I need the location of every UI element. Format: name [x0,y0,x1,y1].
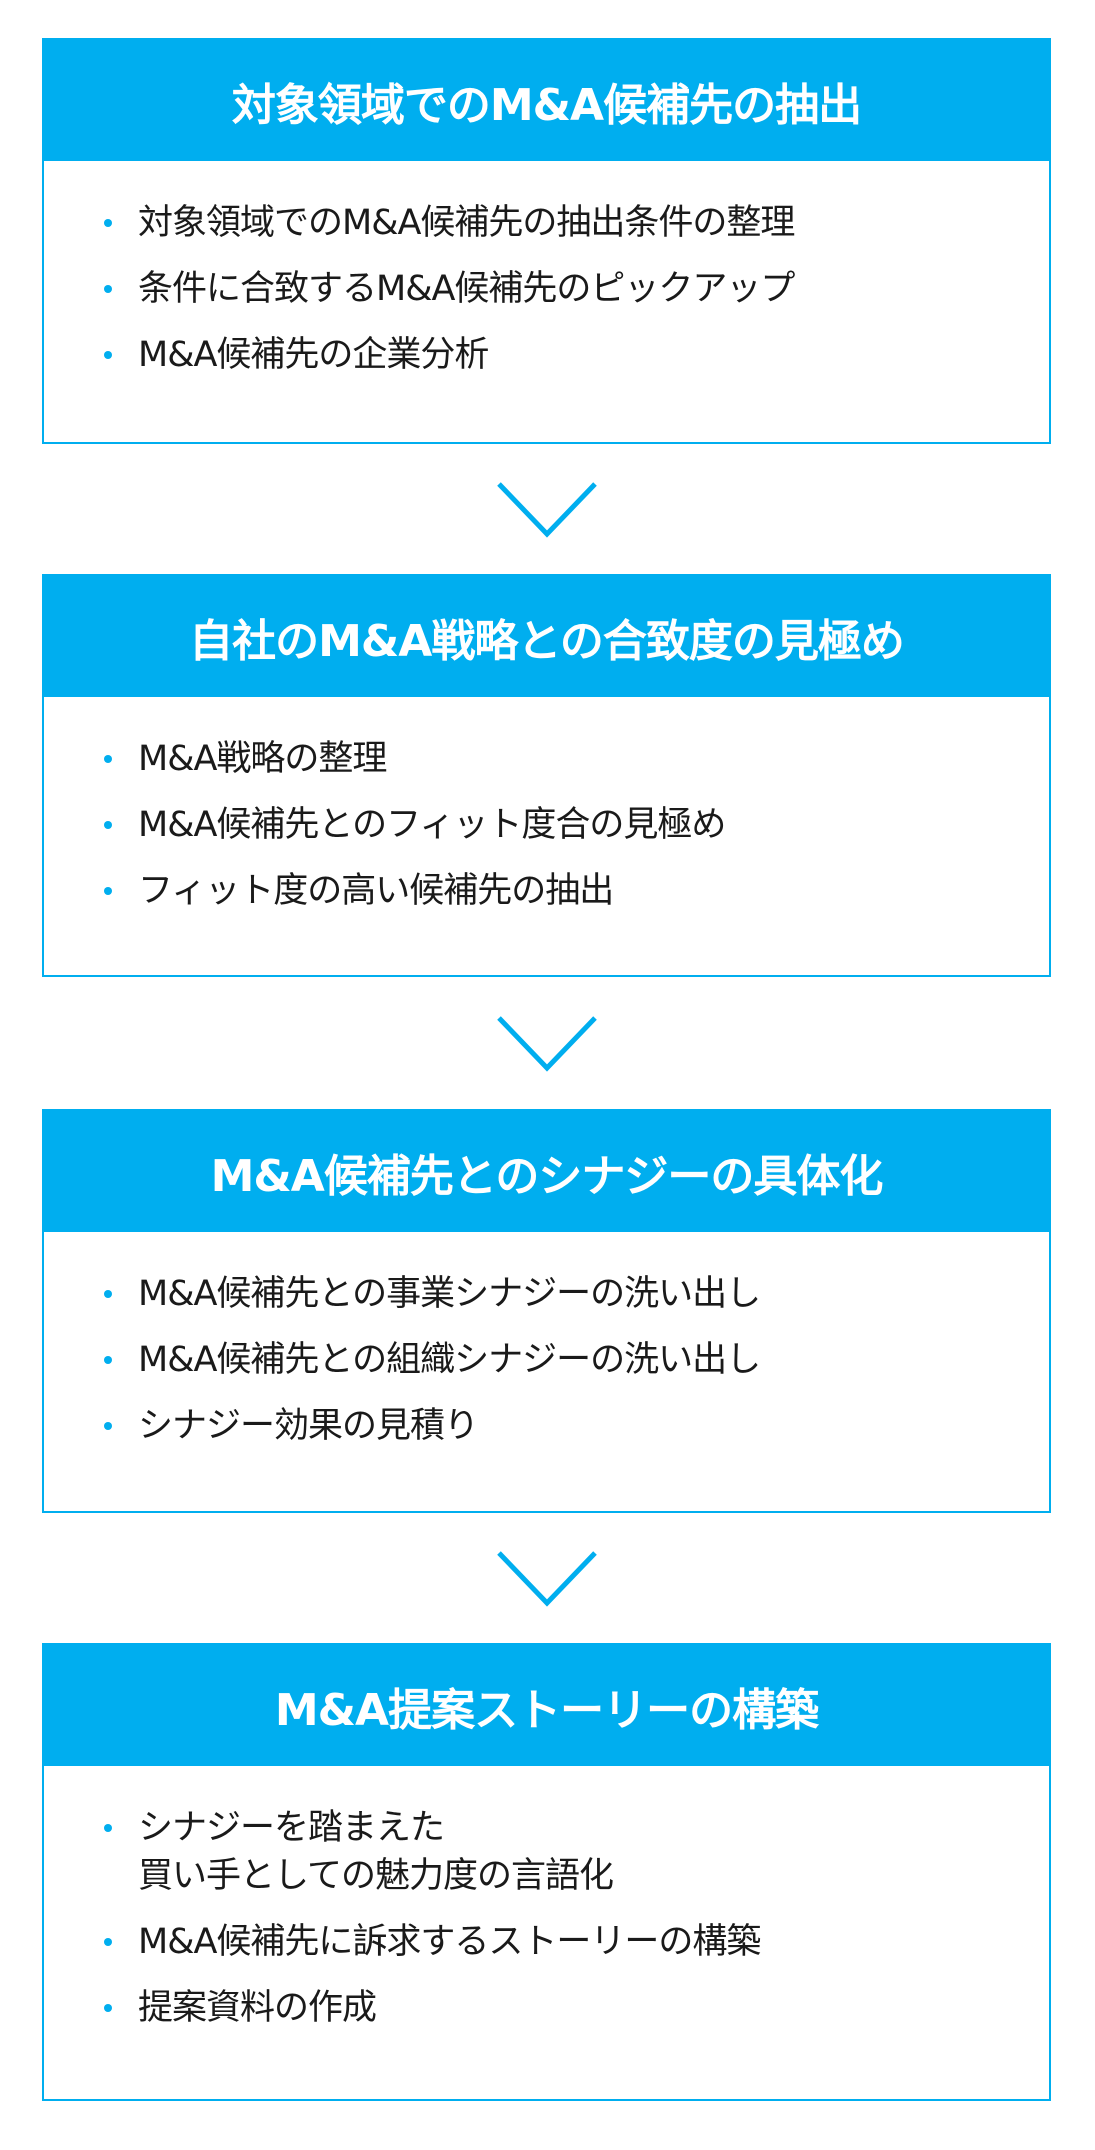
item-text: M&A候補先とのフィット度合の見極め [138,805,726,845]
step-items: M&A戦略の整理 M&A候補先とのフィット度合の見極めフィット度の高い候補先の抽出 [44,697,1049,915]
list-item: M&A候補先に訴求するストーリーの構築 [104,1918,1049,1966]
bullet-icon [104,219,112,227]
list-item: M&A候補先との組織シナジーの洗い出し [104,1336,1049,1384]
step-items: M&A候補先との事業シナジーの洗い出し M&A候補先との組織シナジーの洗い出しシナ… [44,1232,1049,1450]
bullet-icon [104,755,112,763]
step-items: シナジーを踏まえた 買い手としての魅力度の言語化 M&A候補先に訴求するストーリー… [44,1766,1049,2032]
list-item: 提案資料の作成 [104,1984,1049,2032]
list-item: M&A候補先との事業シナジーの洗い出し [104,1270,1049,1318]
bullet-icon [104,1824,112,1832]
item-text: M&A戦略の整理 [138,739,387,779]
list-item: M&A候補先とのフィット度合の見極め [104,801,1049,849]
chevron-down-icon [497,1551,597,1607]
item-text: M&A候補先の企業分析 [138,335,489,375]
item-text: 条件に合致するM&A候補先のピックアップ [138,269,795,309]
list-item: フィット度の高い候補先の抽出 [104,867,1049,915]
list-item: シナジー効果の見積り [104,1402,1049,1450]
item-text: シナジーを踏まえた 買い手としての魅力度の言語化 [138,1808,614,1896]
bullet-icon [104,1938,112,1946]
step-box: M&A提案ストーリーの構築シナジーを踏まえた 買い手としての魅力度の言語化 M&A… [42,1643,1051,2101]
step-box: 自社のM&A戦略との合致度の見極め M&A戦略の整理 M&A候補先とのフィット度合の… [42,574,1051,977]
step-title: 対象領域でのM&A候補先の抽出 [44,40,1049,161]
bullet-icon [104,1356,112,1364]
bullet-icon [104,2004,112,2012]
bullet-icon [104,821,112,829]
bullet-icon [104,887,112,895]
item-text: フィット度の高い候補先の抽出 [138,871,614,911]
list-item: M&A戦略の整理 [104,735,1049,783]
step-items: 対象領域でのM&A候補先の抽出条件の整理条件に合致するM&A候補先のピックアップ… [44,161,1049,379]
bullet-icon [104,285,112,293]
step-box: 対象領域でのM&A候補先の抽出対象領域でのM&A候補先の抽出条件の整理条件に合致… [42,38,1051,444]
list-item: 対象領域でのM&A候補先の抽出条件の整理 [104,199,1049,247]
item-text: M&A候補先との組織シナジーの洗い出し [138,1340,761,1380]
list-item: 条件に合致するM&A候補先のピックアップ [104,265,1049,313]
list-item: シナジーを踏まえた 買い手としての魅力度の言語化 [104,1804,1049,1900]
step-title: 自社のM&A戦略との合致度の見極め [44,576,1049,697]
list-item: M&A候補先の企業分析 [104,331,1049,379]
item-text: M&A候補先に訴求するストーリーの構築 [138,1922,761,1962]
chevron-down-icon [497,1016,597,1072]
step-title: M&A候補先とのシナジーの具体化 [44,1111,1049,1232]
bullet-icon [104,1290,112,1298]
item-text: シナジー効果の見積り [138,1406,479,1446]
item-text: 対象領域でのM&A候補先の抽出条件の整理 [138,203,795,243]
item-text: M&A候補先との事業シナジーの洗い出し [138,1274,761,1314]
bullet-icon [104,1422,112,1430]
item-text: 提案資料の作成 [138,1988,377,2028]
chevron-down-icon [497,482,597,538]
step-title: M&A提案ストーリーの構築 [44,1645,1049,1766]
bullet-icon [104,351,112,359]
